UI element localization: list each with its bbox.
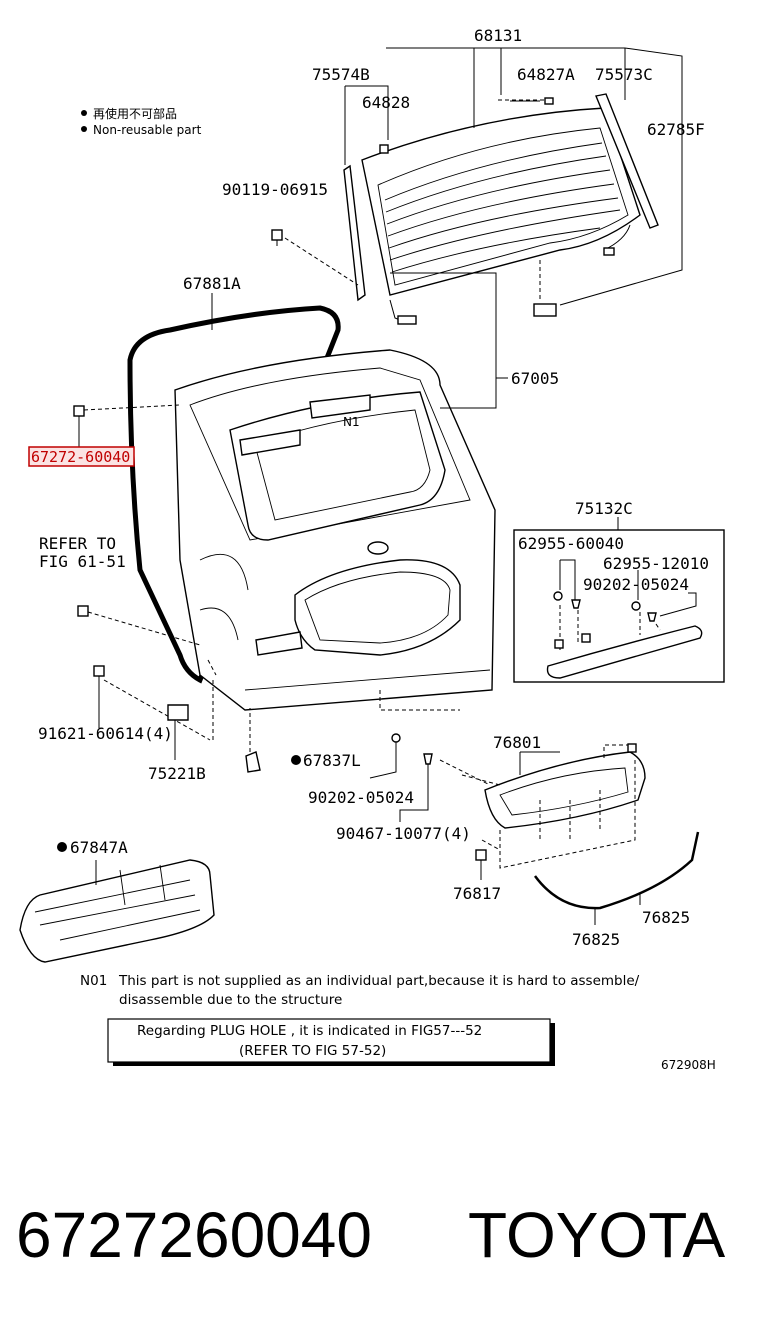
trim-67847A [19, 859, 215, 963]
label-62785F: 62785F [647, 120, 705, 139]
clip-90119 [271, 229, 283, 246]
figure-code: 672908H [661, 1058, 716, 1072]
label-90119: 90119-06915 [222, 180, 328, 199]
label-90467: 90467-10077(4) [336, 824, 471, 843]
label-75221B: 75221B [148, 764, 206, 783]
label-90202-05024-a: 90202-05024 [583, 575, 689, 594]
garnish-76801 [379, 690, 646, 880]
back-window-glass [343, 93, 659, 325]
label-62955-60040: 62955-60040 [518, 534, 624, 553]
label-62955-12010: 62955-12010 [603, 554, 709, 573]
leader-67005 [390, 272, 508, 409]
box-75132C [513, 517, 725, 683]
note-n01: N01 [80, 973, 107, 989]
parts-diagram: 再使用不可部品 Non-reusable part [19, 26, 725, 1072]
part-labels: 68131 75574B 64828 64827A 75573C 62785F … [38, 26, 709, 949]
label-68131: 68131 [474, 26, 522, 45]
label-64827A: 64827A [517, 65, 575, 84]
label-75574B: 75574B [312, 65, 370, 84]
highlighted-part-number: 67272-60040 [31, 448, 130, 466]
box-line1: Regarding PLUG HOLE , it is indicated in… [137, 1023, 482, 1039]
label-67847A: 67847A [70, 838, 128, 857]
label-refer-line1: REFER TO [39, 534, 116, 553]
label-67837L: 67837L [303, 751, 361, 770]
label-refer-line2: FIG 61-51 [39, 552, 126, 571]
box-line2: (REFER TO FIG 57-52) [239, 1043, 386, 1059]
non-reusable-dot-icon [81, 110, 87, 116]
lower-left-parts [77, 605, 301, 773]
legend-jp: 再使用不可部品 [93, 106, 177, 121]
footer: 6727260040 TOYOTA [0, 1190, 760, 1280]
label-75132C: 75132C [575, 499, 633, 518]
leaders-top [284, 47, 683, 306]
label-n1-mark: N1 [343, 415, 360, 429]
clips-middle [369, 733, 433, 822]
label-75573C: 75573C [595, 65, 653, 84]
label-64828: 64828 [362, 93, 410, 112]
label-90202-05024-b: 90202-05024 [308, 788, 414, 807]
legend-en: Non-reusable part [93, 123, 202, 137]
label-67005: 67005 [511, 369, 559, 388]
label-76825-b: 76825 [572, 930, 620, 949]
weatherstrip [127, 293, 341, 684]
legend: 再使用不可部品 Non-reusable part [81, 106, 202, 137]
brand-name: TOYOTA [468, 1199, 726, 1271]
part-number: 6727260040 [16, 1199, 372, 1271]
label-76801: 76801 [493, 733, 541, 752]
label-67881A: 67881A [183, 274, 241, 293]
notes: N01 This part is not supplied as an indi… [80, 973, 716, 1072]
clip-67272 [73, 404, 181, 448]
non-reusable-dot-icon [81, 126, 87, 132]
back-door-panel [174, 349, 496, 711]
label-91621: 91621-60614(4) [38, 724, 173, 743]
plug-hole-note-box [107, 1018, 551, 1063]
highlighted-part-67272[interactable]: 67272-60040 [28, 446, 135, 467]
label-76817: 76817 [453, 884, 501, 903]
note-n01-line2: disassemble due to the structure [119, 992, 342, 1008]
label-76825-a: 76825 [642, 908, 690, 927]
note-n01-line1: This part is not supplied as an individu… [118, 973, 640, 989]
molding-76825 [533, 831, 700, 925]
